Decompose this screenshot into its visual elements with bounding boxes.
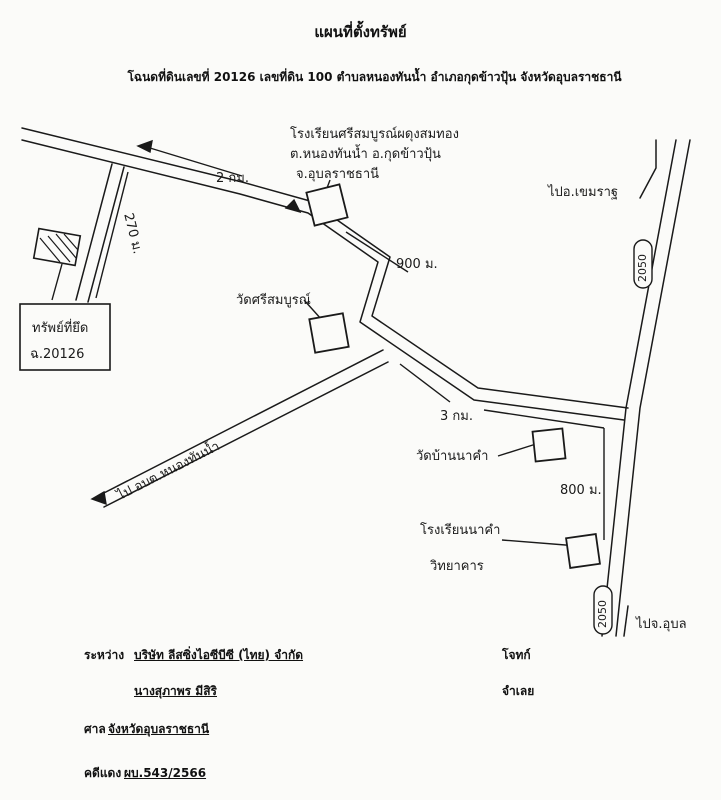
- court-label: ศาล: [84, 722, 106, 736]
- wat-bannakham-building: [531, 427, 567, 463]
- arrow-to-ubon: [623, 605, 629, 637]
- leader-270m: [95, 171, 129, 299]
- arrow-2km-marker: [284, 198, 302, 214]
- school-top-label-line2: ต.หนองทันน้ำ อ.กุดข้าวปุ้น: [290, 144, 441, 162]
- leader-3km-end: [483, 409, 605, 429]
- plaintiff-name: บริษัท ลีสซิ่งไอซีบีซี (ไทย) จำกัด: [134, 648, 304, 662]
- school-top-label-line3: จ.อุบลราชธานี: [296, 166, 379, 182]
- property-label-line2: ฉ.20126: [30, 347, 84, 362]
- arrow-nongthannam-west: [90, 490, 107, 506]
- arrow-to-phanom: [639, 139, 657, 199]
- distance-800m: 800 ม.: [560, 483, 602, 498]
- deed-subtitle: โฉนดที่ดินเลขที่ 20126 เลขที่ดิน 100 ตำบ…: [127, 70, 622, 84]
- road-no-bottom: 2050: [596, 600, 609, 628]
- road-to-nongthannam-upper: [99, 349, 384, 496]
- road-shield-top: [633, 239, 653, 289]
- to-ubon-label: ไปจ.อุบล: [635, 616, 687, 632]
- wat-bannakham-label: วัดบ้านนาคำ: [416, 449, 488, 464]
- highway-2050-right-edge: [615, 139, 691, 637]
- to-phanom-label: ไปอ.เขมราฐ: [547, 184, 618, 200]
- school-bottom-label-line2: วิทยาคาร: [429, 559, 483, 574]
- leader-900m: [345, 231, 409, 273]
- highway-2050-left-edge: [601, 139, 677, 637]
- distance-900m: 900 ม.: [396, 257, 438, 272]
- location-map: โรงเรียนศรีสมบูรณ์ผดุงสมทอง ต.หนองทันน้ำ…: [19, 126, 691, 637]
- branch-road-right-edge: [87, 166, 125, 303]
- school-top-label-line1: โรงเรียนศรีสมบูรณ์ผดุงสมทอง: [290, 126, 459, 142]
- distance-270m: 270 ม.: [120, 212, 145, 256]
- road-to-nongthannam-lower: [103, 361, 389, 508]
- leader-property: [51, 263, 63, 301]
- wat-sri-building: [308, 312, 350, 354]
- between-label: ระหว่าง: [84, 648, 125, 662]
- arrow-main-road-west: [136, 139, 153, 154]
- page-title: แผนที่ตั้งทรัพย์: [314, 23, 407, 41]
- distance-2km: 2 กม.: [216, 171, 249, 186]
- property-label-line1: ทรัพย์ที่ยึด: [32, 319, 88, 336]
- leader-2km: [149, 147, 243, 177]
- plaintiff-role: โจทก์: [502, 648, 531, 662]
- case-number: ผบ.543/2566: [124, 766, 207, 780]
- property-parcel: [32, 227, 82, 267]
- defendant-name: นางสุภาพร มีสิริ: [134, 684, 217, 698]
- school-top-building: [305, 183, 349, 227]
- main-road-upper-edge: [21, 127, 629, 409]
- main-road-lower-edge: [21, 139, 625, 421]
- leader-wat-bannakham: [497, 443, 537, 457]
- road-shield-bottom: [593, 585, 613, 635]
- distance-3km: 3 กม.: [440, 409, 473, 424]
- leader-3km: [399, 363, 451, 403]
- school-bottom-label-line1: โรงเรียนนาคำ: [420, 522, 500, 538]
- defendant-role: จำเลย: [502, 684, 535, 698]
- leader-school-bottom: [501, 539, 579, 547]
- school-bottom-building: [565, 533, 601, 569]
- wat-sri-label: วัดศรีสมบูรณ์: [236, 292, 311, 308]
- road-no-top: 2050: [636, 254, 649, 282]
- court-name: จังหวัดอุบลราชธานี: [108, 722, 210, 736]
- to-nongthannam-label: ไป อบต.หนองทันน้ำ: [113, 436, 223, 504]
- case-label: คดีแดง: [84, 766, 122, 780]
- property-label-box: [19, 303, 111, 371]
- branch-road-left-edge: [75, 163, 113, 301]
